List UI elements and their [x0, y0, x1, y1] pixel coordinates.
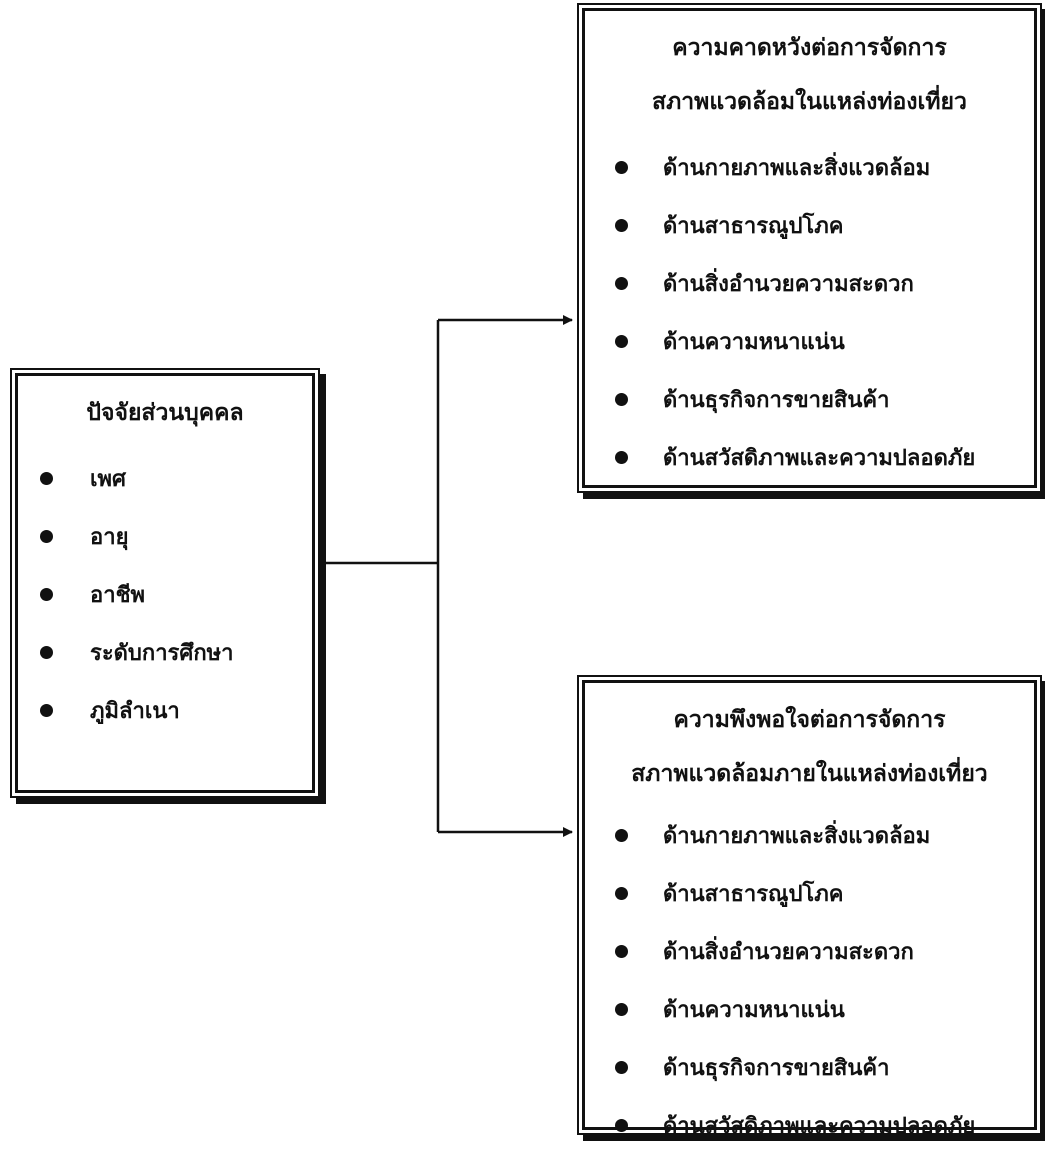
- list-item-label: ด้านสิ่งอำนวยความสะดวก: [663, 271, 914, 297]
- list-item: ด้านสาธารณูปโภค: [585, 197, 1034, 255]
- list-item-label: ด้านสาธารณูปโภค: [663, 213, 844, 239]
- list-item-label: ด้านธุรกิจการขายสินค้า: [663, 1055, 890, 1081]
- bullet-icon: [615, 829, 628, 842]
- list-item: ภูมิลำเนา: [18, 682, 312, 740]
- list-item-label: ด้านความหนาแน่น: [663, 329, 845, 355]
- list-item-label: ด้านกายภาพและสิ่งแวดล้อม: [663, 823, 931, 849]
- bullet-icon: [615, 1061, 628, 1074]
- bullet-icon: [40, 530, 53, 543]
- bullet-icon: [615, 451, 628, 464]
- bullet-icon: [615, 945, 628, 958]
- list-item: ระดับการศึกษา: [18, 624, 312, 682]
- list-item: เพศ: [18, 450, 312, 508]
- bullet-icon: [615, 1003, 628, 1016]
- bullet-icon: [615, 887, 628, 900]
- expectation-title-line1: ความคาดหวังต่อการจัดการ: [672, 34, 947, 61]
- list-item-label: ด้านสวัสดิภาพและความปลอดภัย: [663, 445, 976, 471]
- personal-factors-title: ปัจจัยส่วนบุคคล: [86, 399, 244, 426]
- list-item-label: ด้านสิ่งอำนวยความสะดวก: [663, 939, 914, 965]
- list-item-label: ระดับการศึกษา: [90, 640, 234, 666]
- list-item: ด้านความหนาแน่น: [585, 981, 1034, 1039]
- expectation-list: ด้านกายภาพและสิ่งแวดล้อม ด้านสาธารณูปโภค…: [585, 139, 1034, 487]
- list-item: อายุ: [18, 508, 312, 566]
- list-item: ด้านสาธารณูปโภค: [585, 865, 1034, 923]
- list-item: ด้านกายภาพและสิ่งแวดล้อม: [585, 139, 1034, 197]
- list-item: ด้านสิ่งอำนวยความสะดวก: [585, 255, 1034, 313]
- bullet-icon: [615, 219, 628, 232]
- bullet-icon: [615, 1119, 628, 1132]
- bullet-icon: [40, 646, 53, 659]
- list-item-label: ด้านความหนาแน่น: [663, 997, 845, 1023]
- bullet-icon: [615, 393, 628, 406]
- list-item: ด้านสิ่งอำนวยความสะดวก: [585, 923, 1034, 981]
- list-item-label: ภูมิลำเนา: [90, 698, 180, 724]
- satisfaction-title-line2: สภาพแวดล้อมภายในแหล่งท่องเที่ยว: [631, 760, 988, 787]
- list-item-label: ด้านสาธารณูปโภค: [663, 881, 844, 907]
- list-item: ด้านกายภาพและสิ่งแวดล้อม: [585, 807, 1034, 865]
- list-item: ด้านความหนาแน่น: [585, 313, 1034, 371]
- list-item-label: ด้านธุรกิจการขายสินค้า: [663, 387, 890, 413]
- bullet-icon: [615, 277, 628, 290]
- list-item-label: ด้านสวัสดิภาพและความปลอดภัย: [663, 1113, 976, 1139]
- personal-factors-box: ปัจจัยส่วนบุคคล เพศ อายุ อาชีพ ระดับการศ…: [15, 373, 315, 793]
- expectation-title-line2: สภาพแวดล้อมในแหล่งท่องเที่ยว: [652, 88, 967, 115]
- satisfaction-title-line1: ความพึงพอใจต่อการจัดการ: [673, 706, 946, 733]
- bullet-icon: [40, 704, 53, 717]
- list-item: ด้านธุรกิจการขายสินค้า: [585, 371, 1034, 429]
- bullet-icon: [40, 588, 53, 601]
- expectation-box: ความคาดหวังต่อการจัดการ สภาพแวดล้อมในแหล…: [582, 8, 1037, 488]
- satisfaction-list: ด้านกายภาพและสิ่งแวดล้อม ด้านสาธารณูปโภค…: [585, 807, 1034, 1155]
- personal-factors-list: เพศ อายุ อาชีพ ระดับการศึกษา ภูมิลำเนา: [18, 450, 312, 740]
- list-item-label: ด้านกายภาพและสิ่งแวดล้อม: [663, 155, 931, 181]
- list-item: ด้านธุรกิจการขายสินค้า: [585, 1039, 1034, 1097]
- satisfaction-box: ความพึงพอใจต่อการจัดการ สภาพแวดล้อมภายใน…: [582, 680, 1037, 1139]
- list-item: ด้านสวัสดิภาพและความปลอดภัย: [585, 1097, 1034, 1155]
- list-item-label: เพศ: [90, 466, 126, 492]
- list-item: ด้านสวัสดิภาพและความปลอดภัย: [585, 429, 1034, 487]
- bullet-icon: [615, 335, 628, 348]
- list-item-label: อายุ: [90, 524, 129, 550]
- bullet-icon: [40, 472, 53, 485]
- bullet-icon: [615, 161, 628, 174]
- list-item-label: อาชีพ: [90, 582, 145, 608]
- list-item: อาชีพ: [18, 566, 312, 624]
